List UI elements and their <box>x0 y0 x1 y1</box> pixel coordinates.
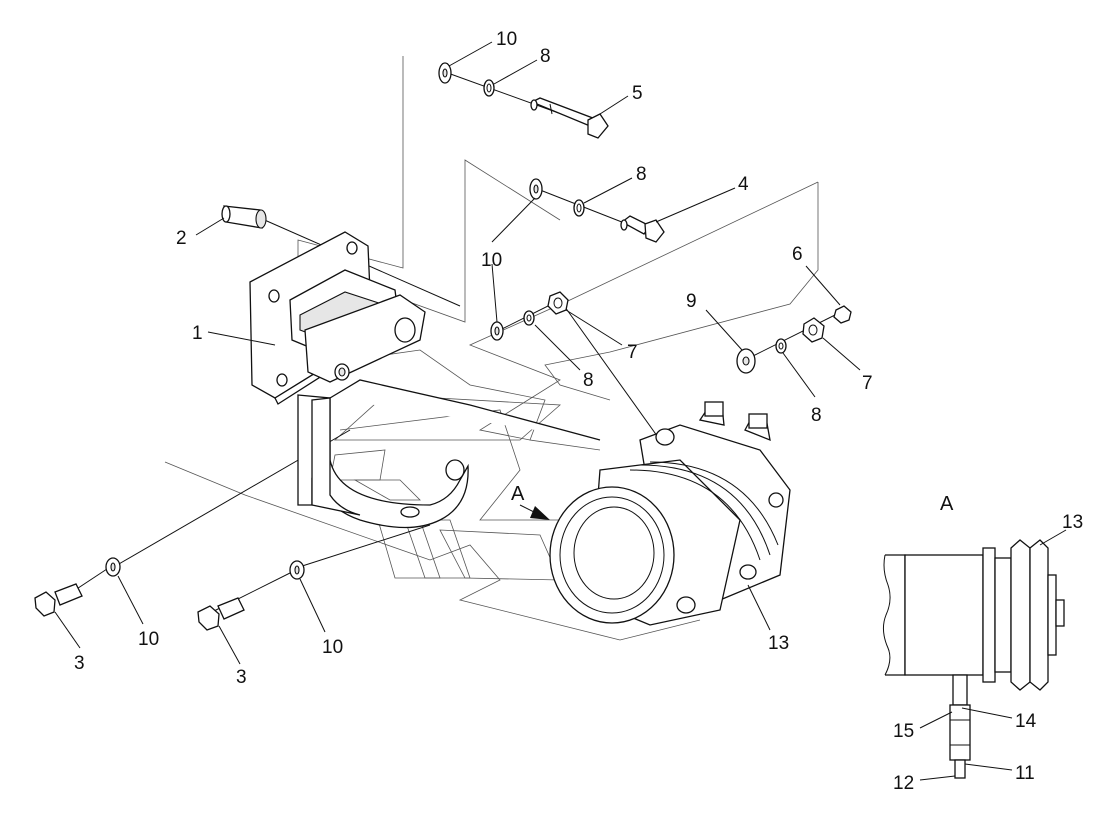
callout-14: 14 <box>1015 711 1037 732</box>
compressor-part-13 <box>549 401 791 626</box>
spring-washer-8-top <box>483 79 495 97</box>
callout-15: 15 <box>893 721 914 742</box>
callout-7-left: 7 <box>627 342 638 363</box>
callout-10-lower-right: 10 <box>322 637 343 658</box>
callout-5: 5 <box>632 83 643 104</box>
view-label-a: A <box>940 493 954 515</box>
bracket-part-1 <box>249 231 426 405</box>
guide-outlines <box>164 56 819 641</box>
view-arrow <box>519 504 550 520</box>
spring-washer-8-mid <box>573 199 585 217</box>
callout-3-right: 3 <box>236 667 247 688</box>
callout-12: 12 <box>893 773 914 794</box>
curved-bracket <box>297 379 601 529</box>
bolt-part-5 <box>530 97 609 139</box>
bolt-part-3-right <box>197 597 245 631</box>
callout-13-main: 13 <box>768 633 789 654</box>
nut-6 <box>833 305 852 324</box>
nut-7-left <box>547 291 569 315</box>
callout-10-mid: 10 <box>481 250 502 271</box>
callout-4: 4 <box>738 174 749 195</box>
callout-7-right: 7 <box>862 373 873 394</box>
callout-8-mid: 8 <box>636 164 647 185</box>
callout-6: 6 <box>792 244 803 265</box>
callout-8-right: 8 <box>811 405 822 426</box>
spring-washer-8-left <box>523 310 535 326</box>
spring-washer-8-right <box>775 338 787 354</box>
nut-7-right <box>802 317 825 343</box>
callout-10-lower-left: 10 <box>138 629 159 650</box>
callout-11: 11 <box>1015 763 1035 784</box>
callout-1: 1 <box>192 323 203 344</box>
arrow-label-a: A <box>511 483 525 505</box>
callout-13-detail: 13 <box>1062 512 1083 533</box>
callout-9: 9 <box>686 291 697 312</box>
bolt-part-4 <box>620 215 665 243</box>
callout-8-left: 8 <box>583 370 594 391</box>
bolt-part-3-left <box>34 583 83 617</box>
leader-lines <box>54 41 1067 781</box>
callout-2: 2 <box>176 228 187 249</box>
detail-view-a <box>882 539 1065 779</box>
callout-8-top: 8 <box>540 46 551 67</box>
callout-3-left: 3 <box>74 653 85 674</box>
callout-10-top: 10 <box>496 29 517 50</box>
callout-labels: 10 8 5 8 4 2 10 6 1 9 7 8 7 8 10 3 10 3 … <box>74 29 1083 794</box>
pin-part-2 <box>221 205 267 229</box>
